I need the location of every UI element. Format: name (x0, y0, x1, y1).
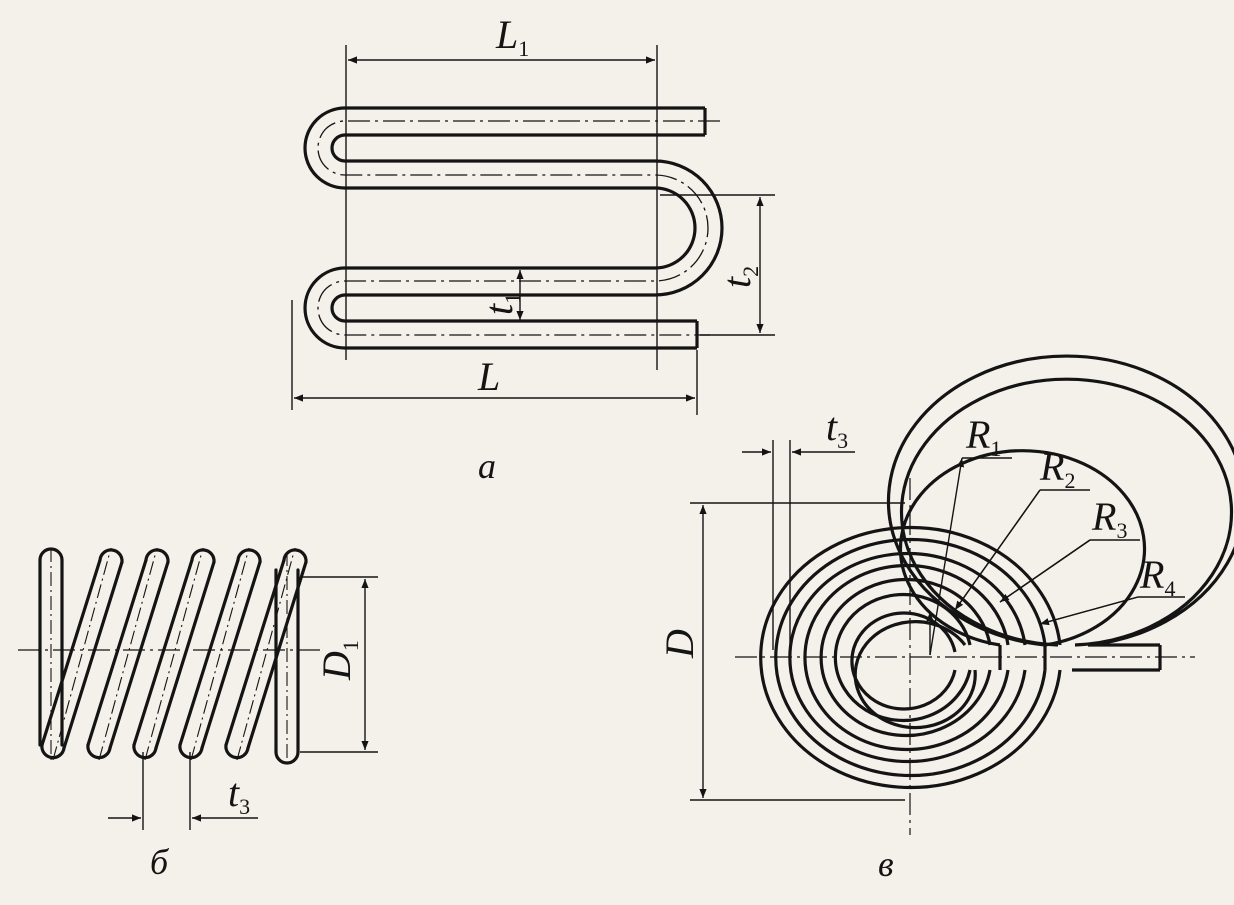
dimension-L1 (345, 45, 658, 370)
label-L: L (477, 354, 500, 399)
dimension-t3-b (108, 752, 258, 830)
caption-v: в (878, 844, 894, 884)
label-D: D (657, 629, 702, 659)
dimension-t2 (660, 194, 775, 336)
label-t3-b: t3 (228, 770, 250, 819)
label-t2: t2 (714, 266, 763, 288)
label-R1: R1 (965, 412, 1001, 461)
dimension-L (291, 300, 698, 415)
label-R4: R4 (1139, 552, 1175, 601)
figure-v: t3 D R1 R2 R3 R4 в (657, 354, 1234, 884)
spiral-tube (759, 354, 1234, 790)
label-D1: D1 (314, 640, 363, 681)
caption-a: а (478, 446, 496, 486)
label-t1: t1 (476, 293, 525, 315)
label-L1: L1 (495, 12, 529, 61)
figure-b: D1 t3 б (18, 547, 378, 882)
caption-b: б (150, 842, 170, 882)
label-R3: R3 (1091, 494, 1127, 543)
label-t3-v: t3 (826, 404, 848, 453)
label-R2: R2 (1039, 444, 1075, 493)
tube-centerline (317, 120, 720, 336)
dimension-D (690, 502, 905, 801)
dimension-t3-v (742, 440, 855, 650)
helical-coil-turns (18, 547, 320, 765)
radius-leaders (926, 457, 1185, 656)
figure-a: L1 L t2 t1 а (291, 12, 775, 486)
dimension-D1 (300, 576, 378, 753)
